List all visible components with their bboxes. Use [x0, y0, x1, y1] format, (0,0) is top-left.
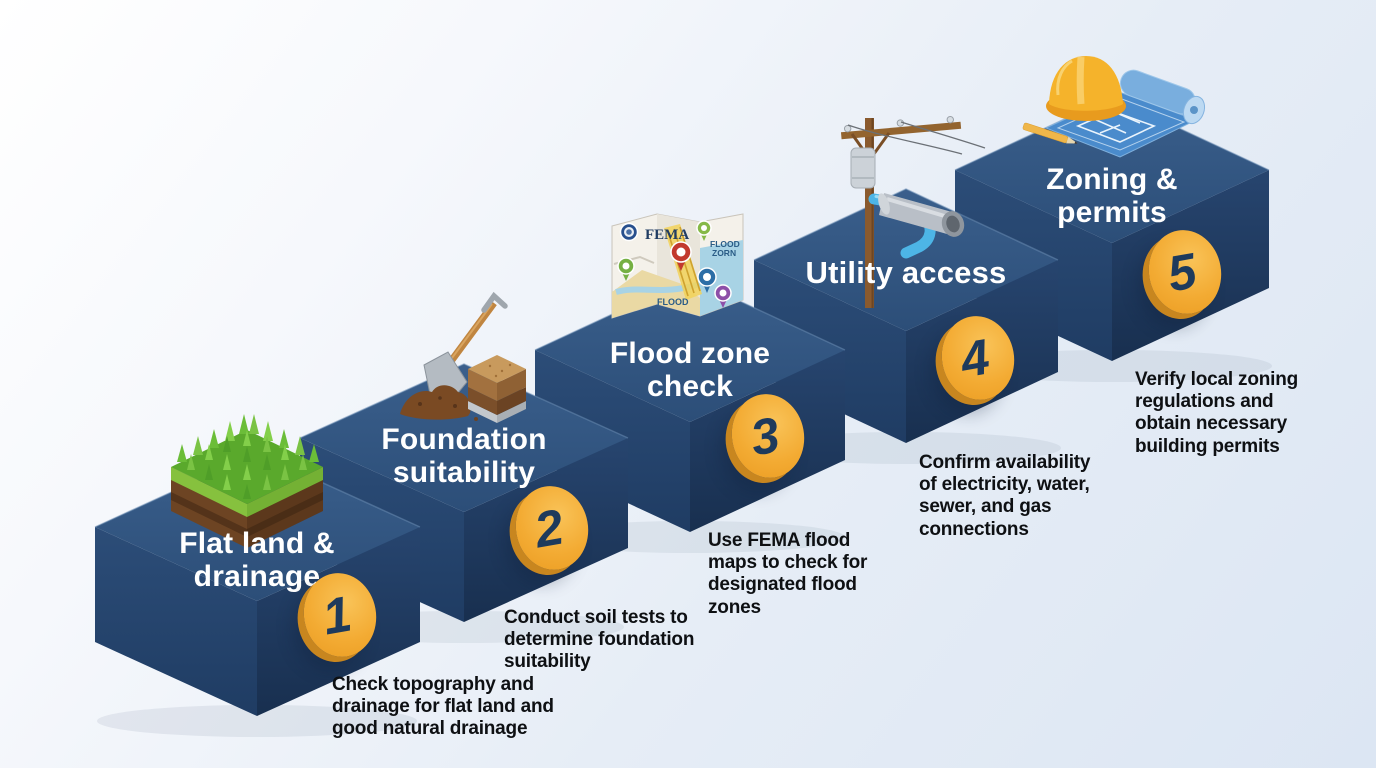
step-4-description: Confirm availability of electricity, wat…	[919, 452, 1090, 541]
pencil	[1022, 122, 1078, 144]
soil-sample-cube	[468, 355, 526, 423]
step-5-title: Zoning & permits	[942, 163, 1282, 229]
step-3-title-line: Flood zone	[609, 337, 771, 370]
step-5-description: Verify local zoning regulations and obta…	[1135, 369, 1298, 458]
desc-line: zones	[708, 596, 761, 618]
dirt-speckle	[418, 402, 422, 406]
step-4-title-line: Utility access	[805, 255, 1007, 290]
desc-line: maps to check for	[708, 552, 868, 574]
power-wire	[847, 124, 963, 155]
grass-blades	[177, 414, 319, 499]
fema-brand-text: FEMA	[645, 227, 689, 243]
step-1-description: Check topography and drainage for flat l…	[332, 674, 554, 741]
desc-line: Use FEMA flood	[708, 530, 851, 551]
step-1-title-line: Flat land &	[179, 527, 335, 560]
step-5-title-line: Zoning &	[1046, 163, 1178, 196]
desc-line: suitability	[504, 651, 591, 673]
blueprint-roll-spiral	[1190, 106, 1198, 114]
desc-line: sewer, and gas	[919, 496, 1052, 518]
soil-dark-band-left	[171, 492, 247, 537]
step-2-title: Foundation suitability	[294, 423, 634, 489]
step-3-description: Use FEMA flood maps to check for designa…	[708, 530, 867, 619]
map-water-area	[700, 240, 743, 316]
desc-line: regulations and	[1135, 391, 1274, 413]
shovel-handle	[443, 300, 497, 371]
soil-dark-band-right	[247, 492, 323, 537]
hardhat-blueprint-icon	[1022, 56, 1206, 158]
step-2-number: 2	[530, 498, 568, 559]
metal-pipe-highlight	[886, 197, 949, 219]
desc-line: determine foundation	[504, 629, 695, 651]
step-1-block	[94, 414, 421, 737]
desc-line: good natural drainage	[332, 718, 528, 740]
fema-seal-center	[626, 229, 632, 235]
desc-line: connections	[919, 518, 1029, 540]
desc-line: Verify local zoning	[1135, 369, 1299, 390]
metal-pipe-bore	[946, 215, 960, 233]
map-pins	[617, 220, 732, 308]
step-4-title: Utility access	[736, 255, 1076, 290]
map-land-area	[612, 270, 700, 318]
dirt-speckle	[453, 404, 457, 408]
shovel-grip	[481, 291, 508, 313]
desc-line: drainage for flat land and	[332, 696, 554, 718]
step-1-number: 1	[318, 585, 356, 646]
step-2-title-line: suitability	[392, 456, 536, 489]
step-5-number: 5	[1163, 242, 1201, 303]
desc-line: obtain necessary	[1135, 413, 1288, 435]
desc-line: Conduct soil tests to	[504, 607, 688, 628]
flood-zone-label-1: FLOOD	[710, 239, 740, 249]
shovel-soil-icon	[400, 291, 526, 423]
desc-line: Check topography and	[332, 674, 534, 695]
block-left-face	[95, 527, 257, 716]
power-wire	[900, 121, 986, 149]
grass-patch-icon	[171, 414, 323, 548]
step-5-title-line: permits	[1057, 196, 1167, 229]
step-3-number: 3	[746, 406, 784, 467]
hardhat-dome	[1049, 56, 1123, 111]
metal-pipe-collar	[878, 193, 890, 215]
fema-map-icon: FEMA FLOOD ZORN FLOOD	[611, 213, 744, 319]
dirt-speckle	[438, 396, 442, 400]
block-shadow	[97, 705, 417, 737]
step-2-title-line: Foundation	[381, 423, 547, 456]
hardhat-ridge	[1076, 56, 1085, 105]
dirt-crumb	[474, 417, 478, 421]
desc-line: of electricity, water,	[919, 474, 1090, 496]
grass-rim-right	[247, 467, 323, 517]
hardhat-highlight	[1056, 59, 1073, 96]
flood-zone-label-2: ZORN	[712, 248, 736, 258]
desc-line: building permits	[1135, 435, 1280, 457]
desc-line: designated flood	[708, 574, 857, 596]
desc-line: Confirm availability	[919, 452, 1091, 473]
pole-crossarm	[840, 115, 962, 140]
step-3-title: Flood zone check	[520, 337, 860, 403]
shovel-handle-highlight	[448, 303, 493, 363]
step-1-title: Flat land & drainage	[87, 527, 427, 593]
step-3-title-line: check	[646, 370, 734, 403]
utility-pole-icon	[840, 115, 986, 308]
step-1-title-line: drainage	[193, 560, 321, 593]
flood-label: FLOOD	[657, 297, 689, 307]
step-4-number: 4	[956, 328, 994, 389]
block-top-edge	[299, 363, 629, 439]
block-top-edge	[753, 188, 1059, 261]
step-5-block	[952, 56, 1272, 382]
grass-rim-left	[171, 467, 247, 517]
shovel-blade	[423, 351, 468, 401]
transformer	[850, 147, 876, 189]
step-2-description: Conduct soil tests to determine foundati…	[504, 607, 694, 674]
dirt-mound	[400, 385, 471, 420]
